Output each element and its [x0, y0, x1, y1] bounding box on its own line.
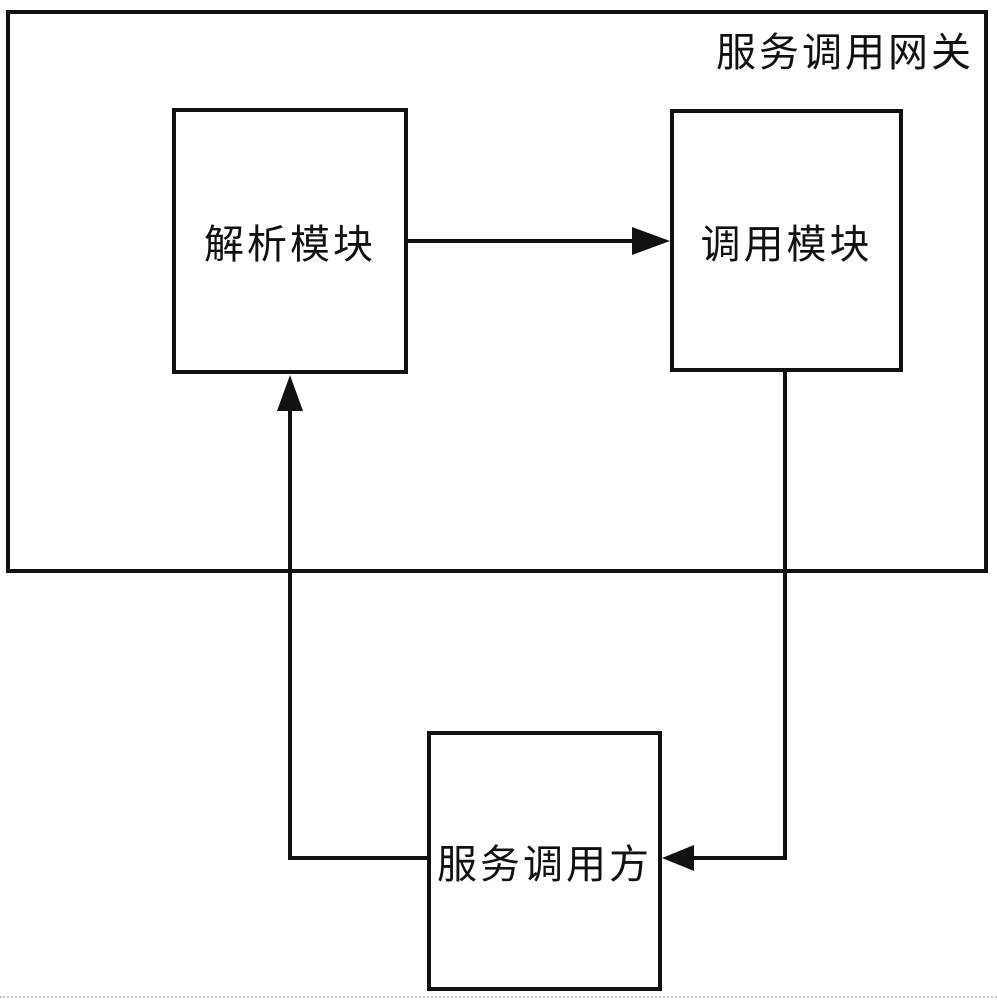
invoke-module-label: 调用模块 [700, 221, 873, 268]
arrow-line-parse-to-invoke [408, 239, 634, 243]
connector-caller-to-parse-horizontal [290, 856, 429, 860]
service-caller-label: 服务调用方 [437, 842, 652, 888]
arrowhead-up-icon [277, 375, 303, 411]
connector-caller-to-parse-vertical [288, 408, 292, 860]
gateway-label: 服务调用网关 [716, 30, 974, 76]
arrowhead-right-icon [632, 227, 670, 255]
invoke-module-box: 调用模块 [670, 109, 903, 372]
connector-invoke-to-caller-horizontal [692, 856, 787, 860]
scan-artifact-line [0, 996, 997, 998]
connector-invoke-to-caller-vertical [783, 372, 787, 860]
service-caller-box: 服务调用方 [427, 731, 662, 991]
arrowhead-left-icon [662, 845, 694, 871]
parse-module-label: 解析模块 [204, 222, 376, 268]
parse-module-box: 解析模块 [172, 108, 408, 374]
